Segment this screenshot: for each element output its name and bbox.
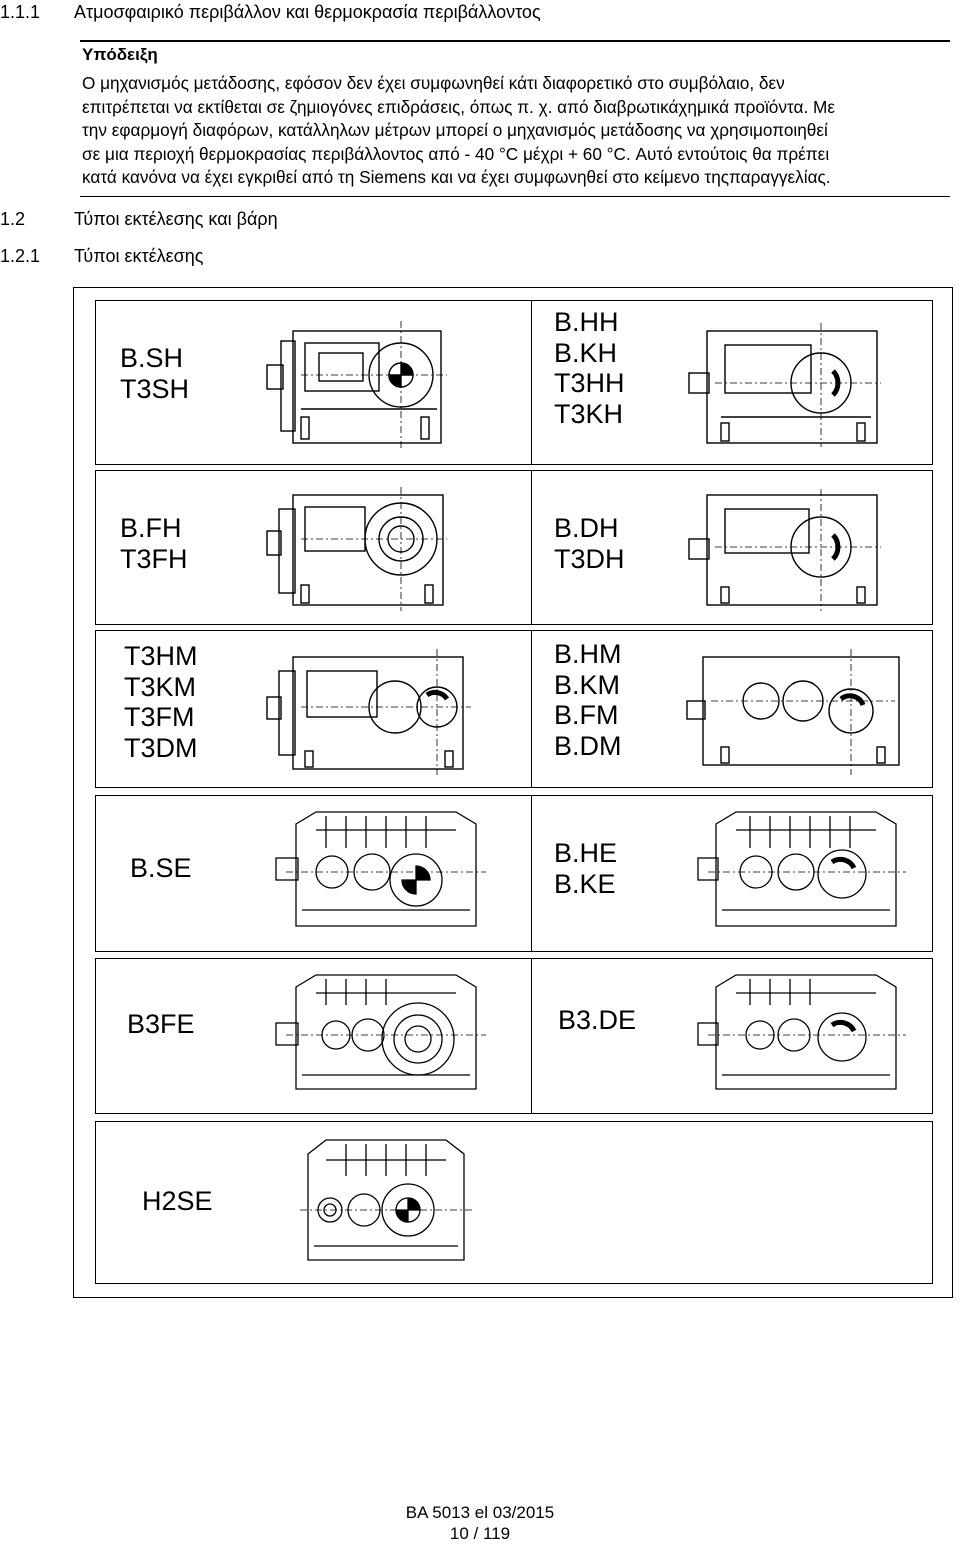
- note-line: κατά κανόνα να έχει εγκριθεί από τη Siem…: [82, 167, 831, 188]
- left-type-label: B.FH T3FH: [120, 513, 188, 574]
- section-number: 1.1.1: [0, 2, 41, 22]
- gearbox-drawing-left: [266, 321, 447, 449]
- gearbox-drawing-right: [686, 649, 900, 775]
- note-bottom-rule: [80, 196, 950, 197]
- section-title: Ατμοσφαιρικό περιβάλλον και θερμοκρασία …: [74, 2, 541, 22]
- figure-row: H2SE: [95, 1121, 933, 1284]
- figure-row: B.FH T3FH B.DH T3DH: [95, 470, 933, 625]
- gearbox-drawing-center: [300, 1139, 472, 1261]
- page-footer: BA 5013 el 03/2015 10 / 119: [380, 1502, 580, 1544]
- note-line: την εφαρμογή διαφόρων, κατάλληλων μέτρων…: [82, 120, 828, 141]
- right-type-label: B.HM B.KM B.FM B.DM: [554, 639, 622, 761]
- right-type-label: B.HE B.KE: [554, 838, 618, 899]
- section-number: 1.2: [0, 209, 26, 229]
- gearbox-drawing-right: [688, 323, 881, 447]
- right-type-label: B.HH B.KH T3HH T3KH: [554, 307, 625, 429]
- section-1-2-heading: 1.2 Τύποι εκτέλεσης και βάρη: [0, 208, 960, 230]
- left-type-label: H2SE: [142, 1186, 213, 1216]
- gearbox-drawing-left: [266, 649, 471, 775]
- left-type-label: T3HM T3KM T3FM T3DM: [124, 641, 198, 763]
- page-number: 10 / 119: [449, 1524, 511, 1543]
- right-type-label: B.DH T3DH: [554, 513, 625, 574]
- row-divider: [531, 301, 532, 464]
- row-divider: [531, 471, 532, 624]
- gearbox-drawing-right: [697, 974, 906, 1090]
- figure-row: B.SE B.HE B.KE: [95, 795, 933, 952]
- note-heading: Υπόδειξη: [82, 45, 158, 64]
- row-divider: [531, 959, 532, 1113]
- figure-row: B3FE B3.DE: [95, 958, 933, 1114]
- note-top-rule: [80, 40, 950, 42]
- figure-frame: [73, 287, 953, 1298]
- left-type-label: B3FE: [127, 1009, 195, 1039]
- document-reference: BA 5013 el 03/2015: [405, 1503, 555, 1522]
- gearbox-drawing-left: [275, 974, 486, 1090]
- note-line: Ο μηχανισμός μετάδοσης, εφόσον δεν έχει …: [82, 73, 785, 93]
- note-line: επιτρέπεται να εκτίθεται σε ζημιογόνες ε…: [82, 96, 835, 117]
- note-line: σε μια περιοχή θερμοκρασίας περιβάλλοντο…: [82, 143, 830, 164]
- figure-row: T3HM T3KM T3FM T3DM B.HM B.KM B.FM B.DM: [95, 630, 933, 788]
- figure-row: B.SH T3SH B.HH B.KH T3HH T3KH: [95, 300, 933, 465]
- row-divider: [531, 796, 532, 951]
- gearbox-drawing-left: [266, 487, 447, 611]
- section-1-2-1-heading: 1.2.1 Τύποι εκτέλεσης: [0, 245, 960, 267]
- section-title: Τύποι εκτέλεσης: [74, 246, 204, 266]
- gearbox-drawing-right: [697, 811, 906, 927]
- row-divider: [531, 631, 532, 787]
- section-title: Τύποι εκτέλεσης και βάρη: [74, 209, 278, 229]
- left-type-label: B.SE: [130, 853, 192, 883]
- section-number: 1.2.1: [0, 246, 41, 266]
- gearbox-drawing-left: [275, 811, 486, 927]
- section-1-1-1-heading: 1.1.1 Ατμοσφαιρικό περιβάλλον και θερμοκ…: [0, 1, 960, 23]
- gearbox-drawing-right: [688, 489, 881, 611]
- left-type-label: B.SH T3SH: [120, 343, 190, 404]
- right-type-label: B3.DE: [558, 1005, 637, 1035]
- note-body: Ο μηχανισμός μετάδοσης, εφόσον δεν έχει …: [82, 72, 948, 190]
